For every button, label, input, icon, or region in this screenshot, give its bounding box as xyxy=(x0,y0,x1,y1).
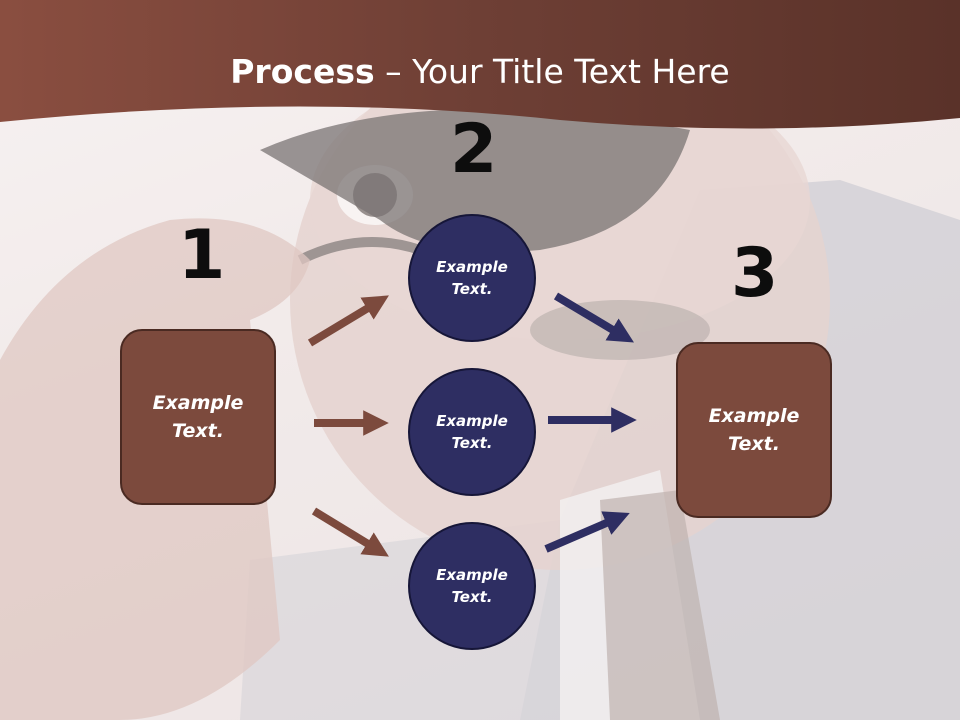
right-box-text: Example Text. xyxy=(708,404,800,456)
circle-bottom-text: Example Text. xyxy=(436,565,508,607)
step-number-3: 3 xyxy=(731,234,779,313)
step-number-1: 1 xyxy=(178,216,226,295)
left-box[interactable]: Example Text. xyxy=(120,329,276,505)
step-number-2: 2 xyxy=(450,110,498,189)
circle-bottom[interactable]: Example Text. xyxy=(408,522,536,650)
right-box[interactable]: Example Text. xyxy=(676,342,832,518)
left-box-text: Example Text. xyxy=(152,391,244,443)
header-band xyxy=(0,0,960,129)
circle-middle[interactable]: Example Text. xyxy=(408,368,536,496)
circle-top-text: Example Text. xyxy=(436,257,508,299)
title-bold: Process xyxy=(230,52,375,91)
circle-middle-text: Example Text. xyxy=(436,411,508,453)
circle-top[interactable]: Example Text. xyxy=(408,214,536,342)
slide-title: Process – Your Title Text Here xyxy=(0,52,960,91)
title-rest: – Your Title Text Here xyxy=(374,52,730,91)
